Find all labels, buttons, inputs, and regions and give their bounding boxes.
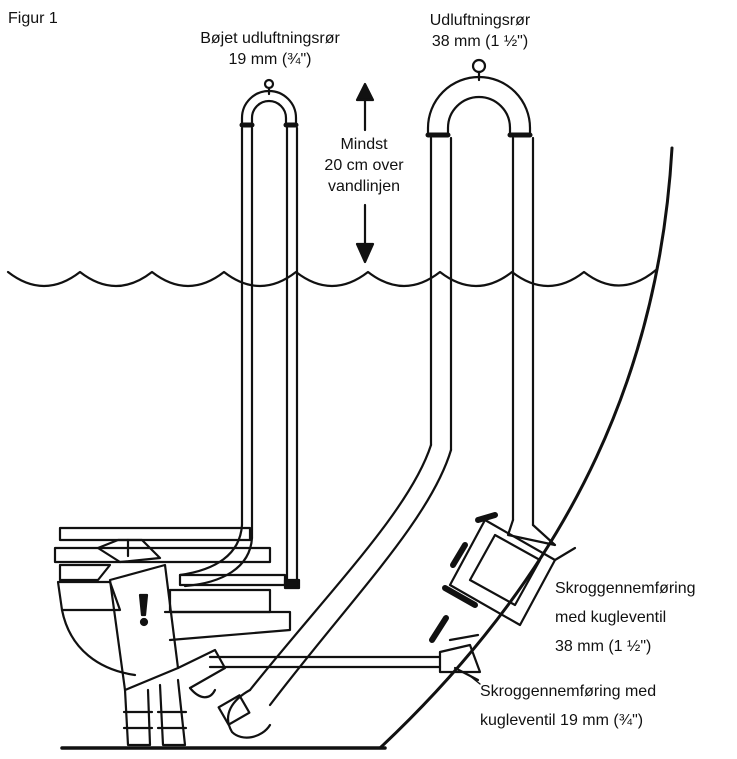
discharge-pipe [217,443,453,739]
vent-label: Udluftningsrør 38 mm (1 ½") [400,10,560,52]
hull-small-line-1: Skroggennemføring med [480,683,657,700]
figure-label: Figur 1 [8,10,58,27]
vent-size: 38 mm (1 ½") [431,33,529,50]
hull-small-line-2: kugleventil 19 mm (¾") [480,712,644,729]
main-vent-pipe [425,58,557,547]
min-line-3: vandlinjen [327,178,401,195]
bent-vent-name: Bøjet udluftningsrør [200,30,340,47]
large-seacock [429,512,577,643]
hull-large-line-3: 38 mm (1 ½") [555,638,652,655]
small-seacock-leader [469,675,481,685]
hull-large-line-1: Skroggennemføring [555,580,696,597]
height-arrow [355,82,375,264]
marine-toilet [53,526,292,747]
hull-outline [378,146,674,750]
bent-vent-pipe [178,78,301,590]
intake-pipe-small [208,633,482,682]
min-line-2: 20 cm over [324,157,404,174]
hull-large-line-2: med kugleventil [555,609,667,626]
bent-vent-size: 19 mm (¾") [228,51,312,68]
hull-fitting-small-label: Skroggennemføring med kugleventil 19 mm … [480,677,656,735]
min-line-1: Mindst [340,136,388,153]
vent-name: Udluftningsrør [429,12,531,29]
min-height-label: Mindst 20 cm over vandlinjen [308,134,420,197]
hull-fitting-large-label: Skroggennemføring med kugleventil 38 mm … [555,574,696,661]
water-line [6,268,658,288]
bent-vent-label: Bøjet udluftningsrør 19 mm (¾") [170,28,370,70]
